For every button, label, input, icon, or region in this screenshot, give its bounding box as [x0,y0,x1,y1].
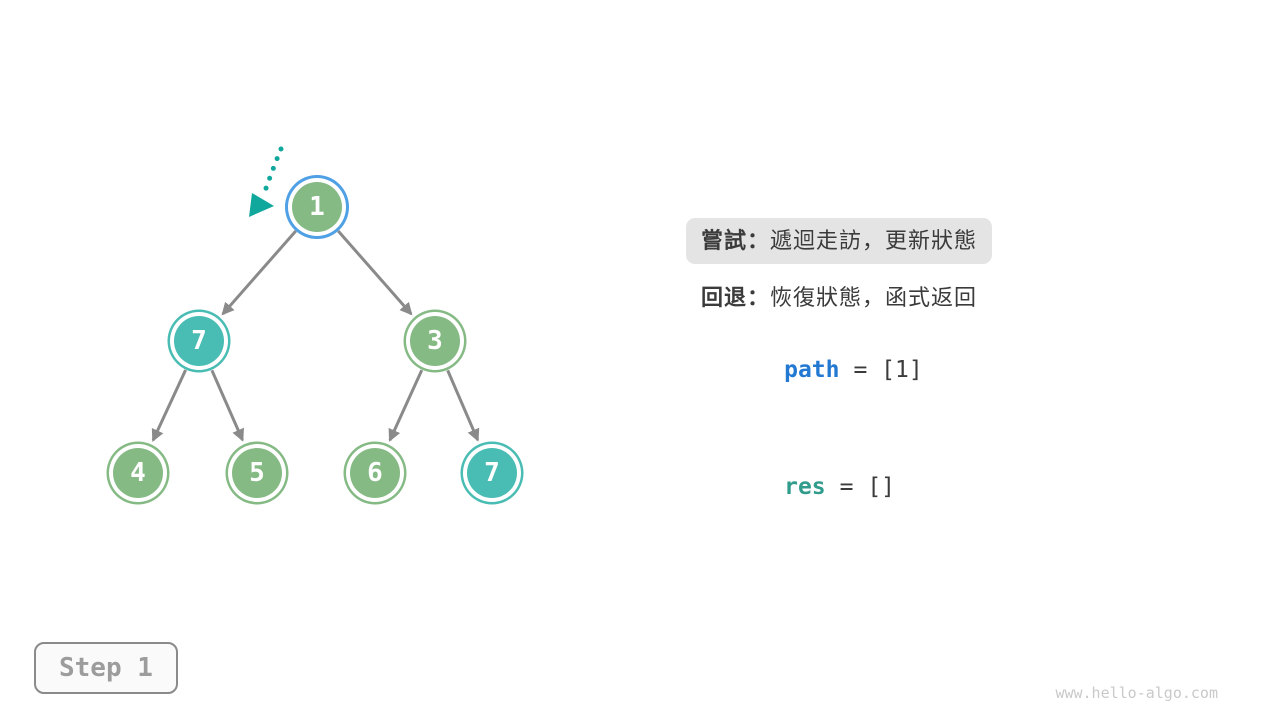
watermark: www.hello-algo.com [1055,684,1218,702]
legend-back-text: 恢復狀態，函式返回 [770,285,978,310]
variable-path: path = [1] [701,331,923,409]
legend-back: 回退：恢復狀態，函式返回 [701,280,977,312]
tree-node-root: 1 [292,182,342,232]
edge-1-7 [221,230,297,316]
tree-node-value: 4 [130,458,146,488]
legend-try-text: 遞迴走訪，更新狀態 [770,228,978,253]
tree-node: 5 [232,448,282,498]
variable-res: res = [] [701,448,895,526]
tree-node-value: 7 [484,458,500,488]
tree-node-value: 1 [309,192,325,222]
tree-node: 4 [113,448,163,498]
tree-node: 7 [467,448,517,498]
edge-1-3 [337,230,413,316]
step-badge: Step 1 [34,642,178,694]
tree-node-value: 3 [427,326,443,356]
edge-7-5 [210,369,244,442]
legend-try-label: 嘗試： [701,228,771,253]
tree-node: 3 [410,316,460,366]
edge-lines [151,230,480,443]
variable-res-value: = [] [839,474,896,500]
variable-path-name: path [784,357,840,383]
tree-node-value: 6 [367,458,383,488]
tree-node: 7 [174,316,224,366]
variable-res-name: res [784,474,826,500]
tree-node: 6 [350,448,400,498]
tree-node-value: 7 [191,326,207,356]
edge-7-4 [151,369,187,443]
current-pointer-arrow-icon [249,146,284,217]
edge-3-7 [446,369,480,442]
tree-node-value: 5 [249,458,265,488]
legend-try-highlight: 嘗試：遞迴走訪，更新狀態 [686,218,993,264]
legend-back-label: 回退： [701,285,771,310]
edge-3-6 [388,369,424,442]
variable-path-value: = [1] [853,357,923,383]
